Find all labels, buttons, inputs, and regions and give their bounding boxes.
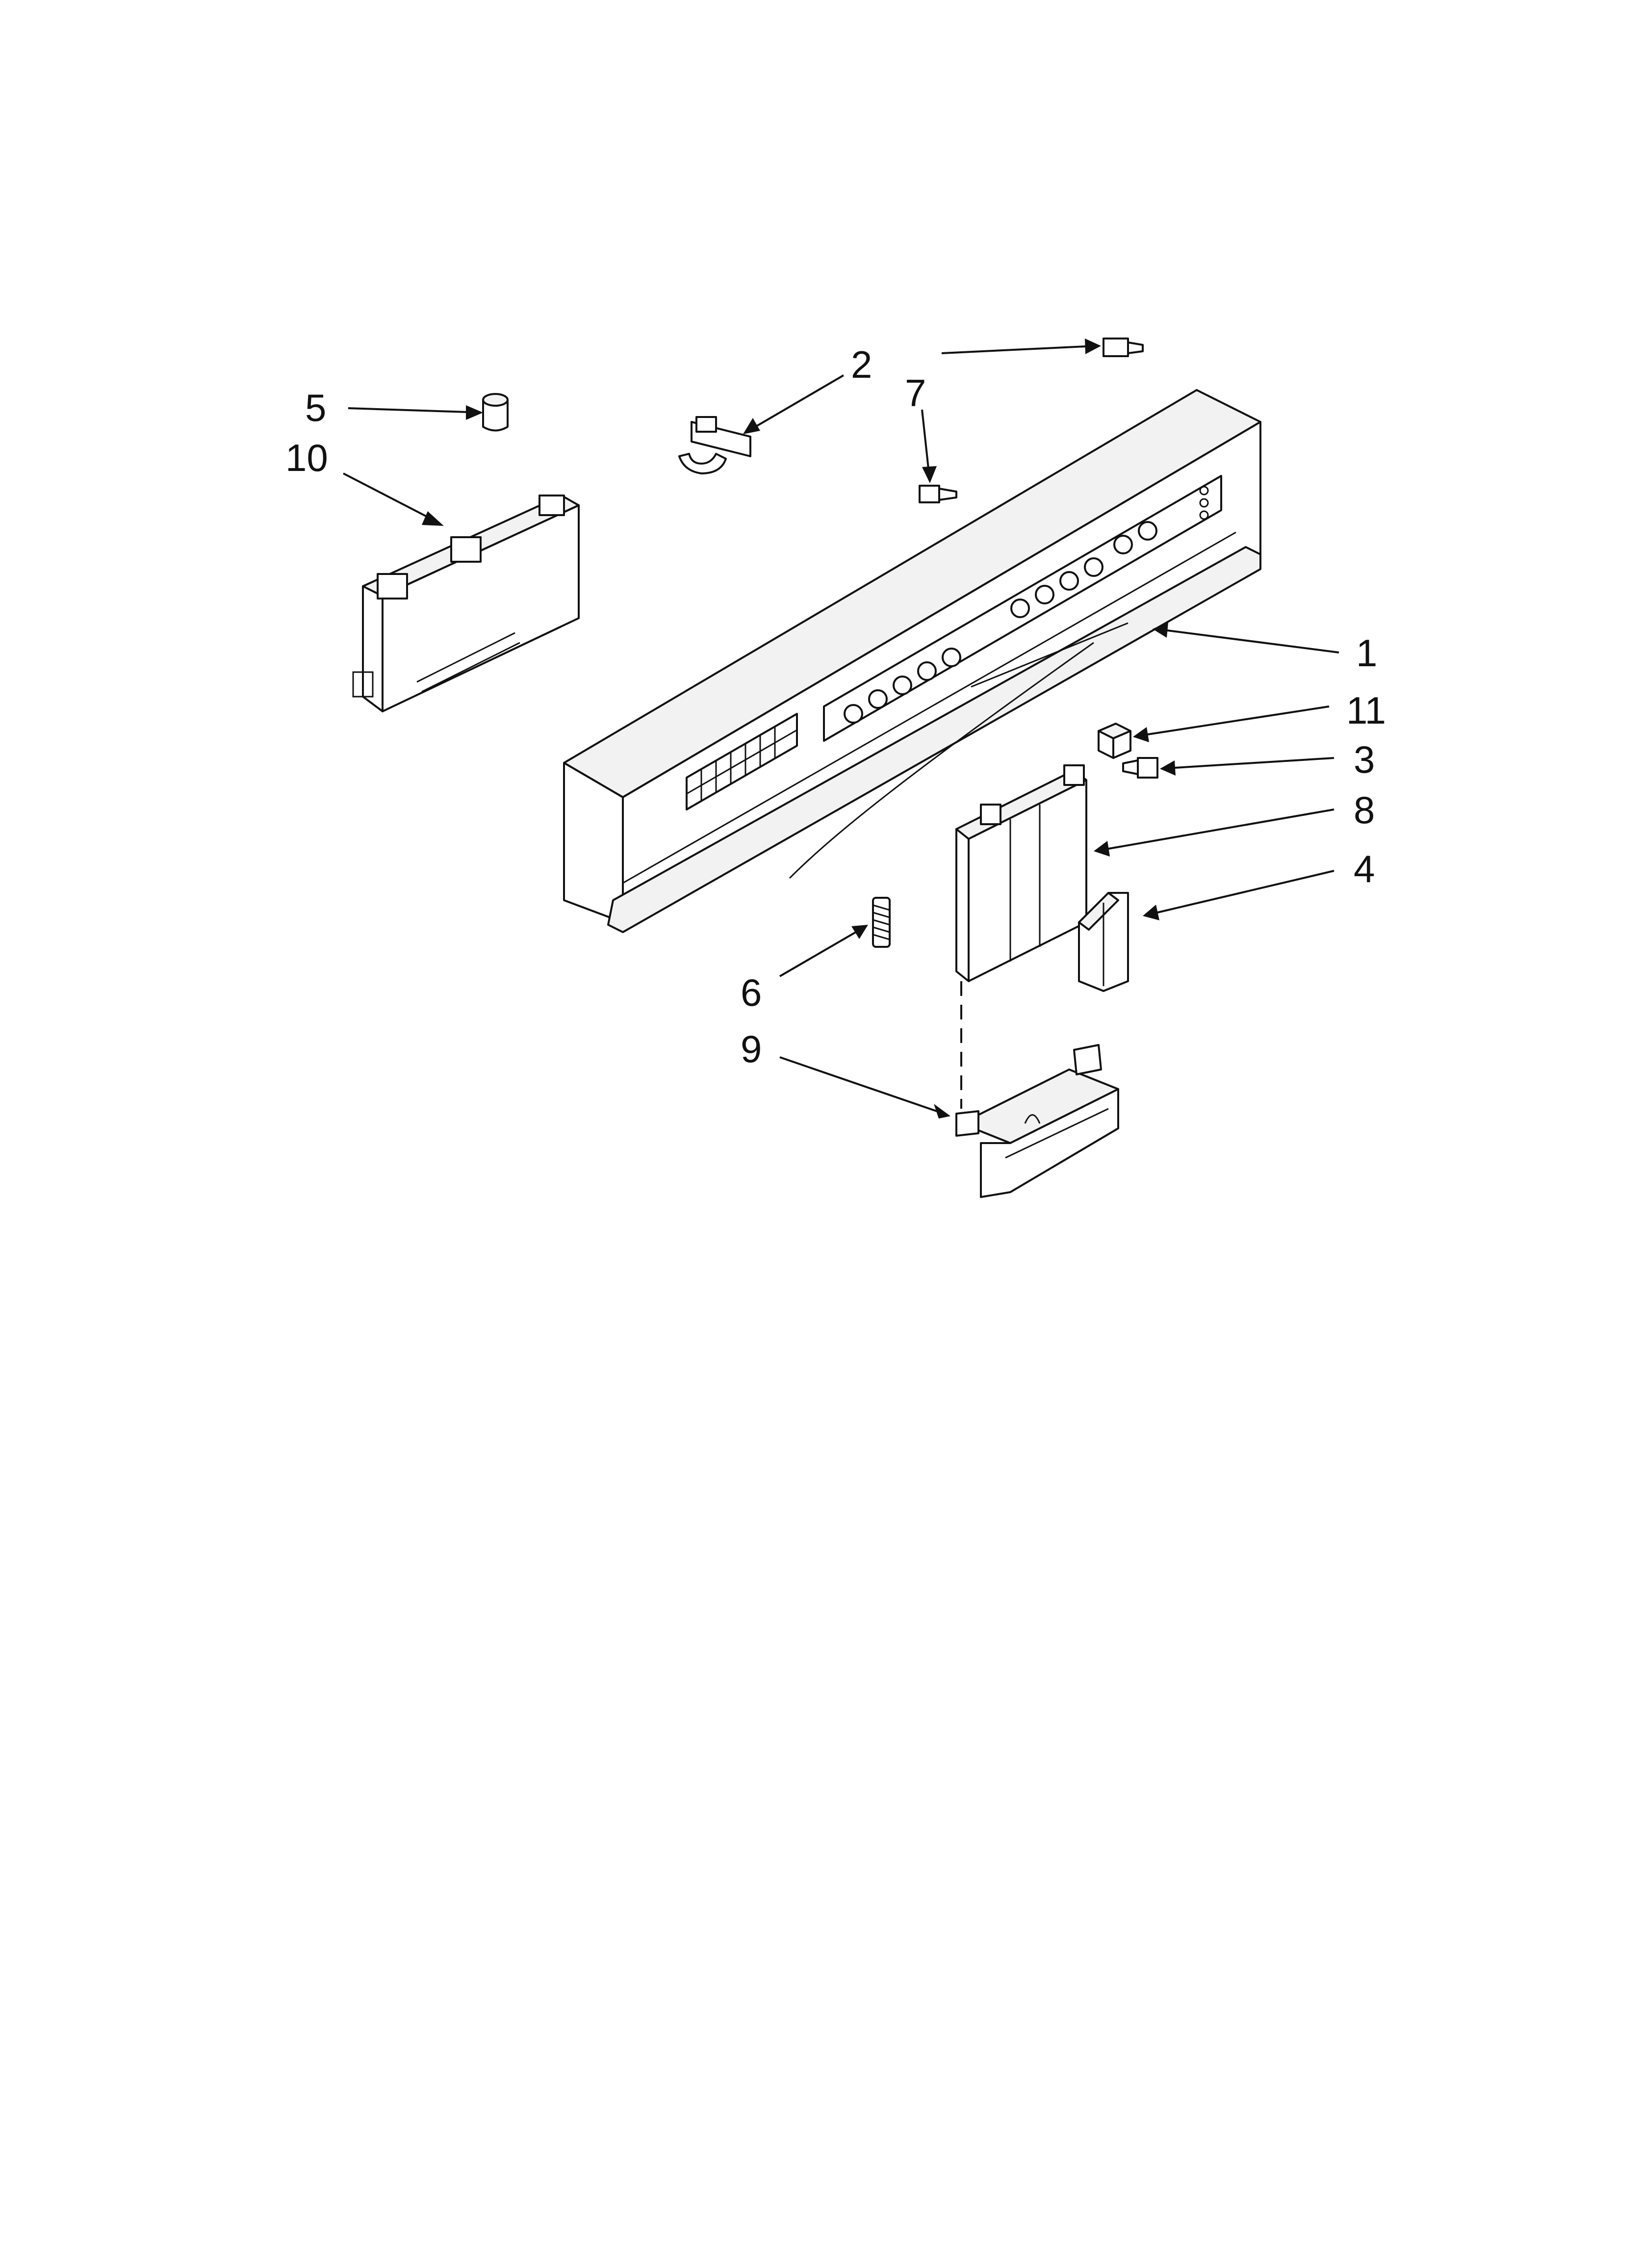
callout-10: 10 bbox=[285, 436, 328, 479]
console-recess bbox=[622, 531, 1236, 884]
callout-9: 9 bbox=[741, 1027, 762, 1070]
screw-3 bbox=[1122, 757, 1158, 779]
callout-7: 7 bbox=[905, 371, 926, 415]
callout-2: 2 bbox=[851, 343, 872, 386]
callout-4: 4 bbox=[1354, 847, 1375, 890]
control-board bbox=[352, 495, 580, 712]
hinge-bracket bbox=[955, 1044, 1119, 1198]
callout-3: 3 bbox=[1354, 738, 1375, 781]
knob bbox=[482, 393, 509, 432]
console-swoosh bbox=[789, 642, 1094, 879]
console-bottom-lip bbox=[607, 546, 1261, 933]
bracket bbox=[955, 764, 1087, 982]
console-knobs bbox=[844, 486, 1209, 724]
console-display-panel bbox=[823, 475, 1222, 742]
spacer-block bbox=[1098, 723, 1131, 759]
clip bbox=[678, 416, 751, 474]
callout-6: 6 bbox=[741, 971, 762, 1014]
screw-mid bbox=[919, 485, 957, 503]
console-button-grid bbox=[686, 713, 798, 810]
callout-5: 5 bbox=[305, 386, 326, 429]
control-panel-console bbox=[563, 389, 1261, 933]
board-end bbox=[362, 585, 384, 712]
bracket-arm bbox=[1078, 892, 1129, 992]
leader-lines bbox=[343, 339, 1339, 1119]
callout-8: 8 bbox=[1354, 788, 1375, 832]
console-swoosh-2 bbox=[971, 622, 1129, 688]
callout-11: 11 bbox=[1346, 689, 1386, 732]
screw-top bbox=[1103, 338, 1144, 357]
spring bbox=[872, 897, 891, 948]
callout-1: 1 bbox=[1356, 631, 1377, 675]
callout-labels: 5 10 2 7 1 11 3 8 4 6 9 bbox=[285, 343, 1386, 1070]
